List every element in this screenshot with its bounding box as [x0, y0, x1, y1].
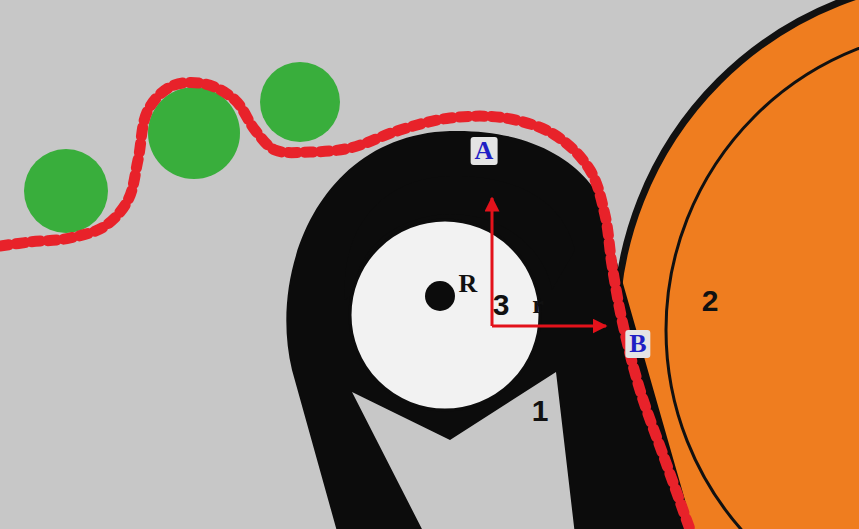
pulley-axle: [425, 281, 455, 311]
callout-number: 3: [493, 290, 510, 320]
callout-number: 1: [532, 396, 549, 426]
pulley: [350, 220, 540, 410]
roller: [24, 149, 108, 233]
callout-number: 2: [702, 286, 719, 316]
drum-inner-ring: [666, 28, 859, 529]
rope-strands: [0, 82, 692, 529]
rope: [0, 82, 692, 529]
roller: [260, 62, 340, 142]
radius-label: r: [532, 292, 544, 318]
roller: [148, 87, 240, 179]
radius-label: R: [459, 271, 478, 297]
radius-arrow: [492, 325, 606, 328]
arm-top: [345, 176, 575, 300]
arm: [286, 131, 695, 529]
point-label: B: [625, 330, 650, 358]
point-label: A: [471, 137, 498, 165]
rope-core: [0, 82, 692, 529]
